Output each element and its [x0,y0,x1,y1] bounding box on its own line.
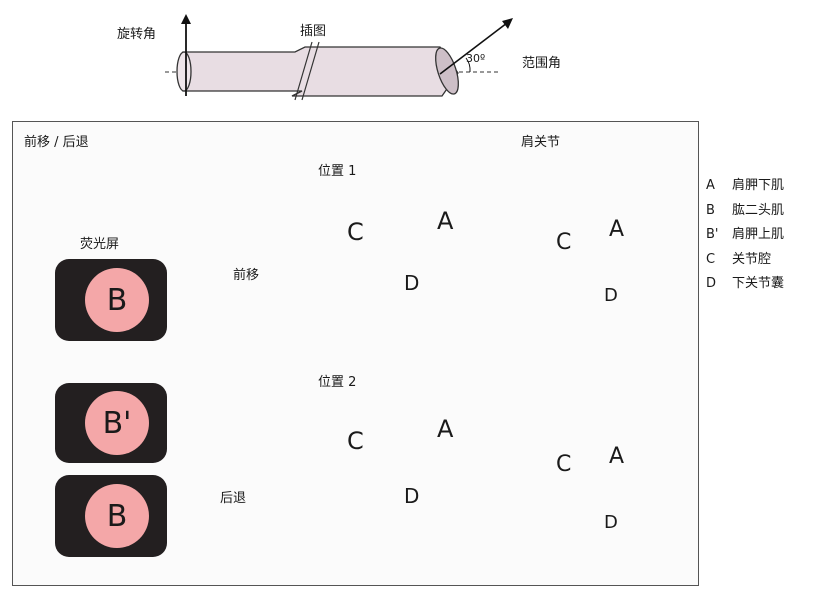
box2-letter-a: A [437,415,453,443]
legend-text: 肩胛上肌 [732,223,784,248]
angle-value: 30º [466,52,485,65]
legend-text: 关节腔 [732,248,771,273]
box2-letter-d: D [404,484,419,508]
screen-disc-b: B [85,268,149,332]
shoulder2-letter-d: D [604,512,618,533]
shoulder1-letter-d: D [604,285,618,306]
forward-label: 前移 [233,264,259,283]
shoulder1-letter-a: A [609,217,624,242]
shoulder1-letter-c: C [556,230,571,255]
insert-label: 插图 [300,20,326,39]
position-1-label: 位置 1 [318,160,356,179]
legend-key: B' [706,223,732,248]
scope-tube [183,47,458,96]
screen-position-1: B [55,259,167,341]
shoulder2-letter-c: C [556,452,571,477]
range-angle-label: 范围角 [522,52,561,71]
legend-text: 下关节囊 [732,272,784,297]
screen-disc-b-lower: B [85,484,149,548]
legend-key: C [706,248,732,273]
screen-label: 荧光屏 [80,233,119,252]
legend-key: A [706,174,732,199]
rotation-arrowhead [181,14,191,24]
box1-letter-c: C [347,218,364,246]
panel-title: 前移 / 后退 [24,131,89,150]
shoulder-label: 肩关节 [521,131,560,150]
backward-label: 后退 [220,487,246,506]
position-2-label: 位置 2 [318,371,356,390]
legend-item: B'肩胛上肌 [706,223,784,248]
screen-position-2-upper: B' [55,383,167,463]
box2-letter-c: C [347,427,364,455]
legend-key: B [706,199,732,224]
legend-text: 肱二头肌 [732,199,784,224]
legend-text: 肩胛下肌 [732,174,784,199]
shoulder2-letter-a: A [609,444,624,469]
box1-letter-a: A [437,207,453,235]
screen-position-2-lower: B [55,475,167,557]
screen-disc-b-prime: B' [85,391,149,455]
range-arrow [440,23,507,74]
box1-letter-d: D [404,271,419,295]
rotation-angle-label: 旋转角 [117,23,156,42]
range-arrowhead [502,18,513,29]
legend-key: D [706,272,732,297]
scope-end-left [177,52,191,91]
